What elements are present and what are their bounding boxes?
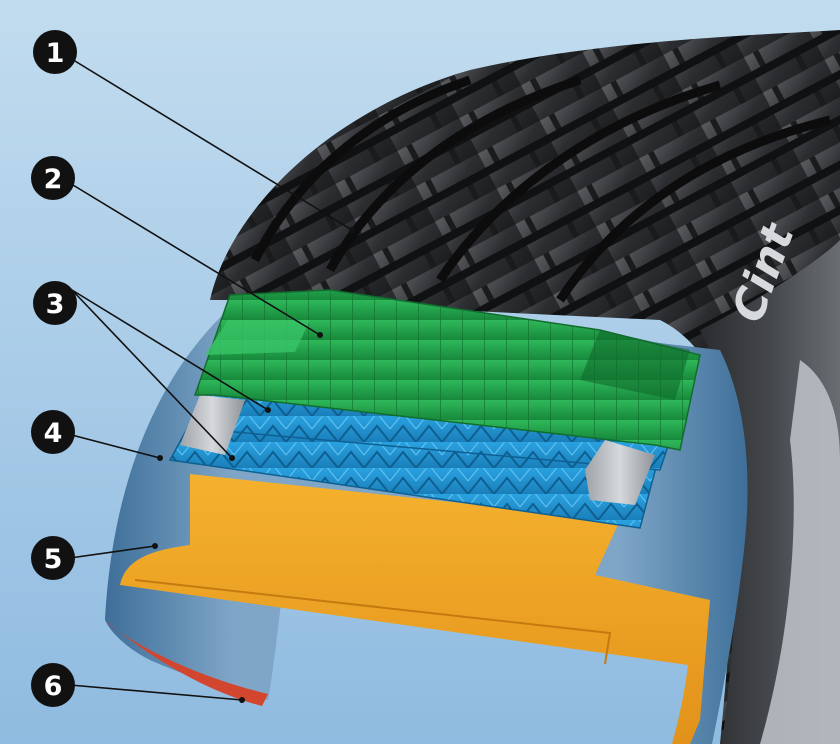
steel-belt [193, 289, 701, 451]
callout-number-4: 4 [44, 418, 63, 449]
leader-line-5 [69, 545, 156, 559]
tread-groove-1 [250, 75, 472, 263]
leader-dots [152, 227, 355, 703]
cap-ply [120, 474, 710, 744]
leader-dot-2 [317, 332, 323, 338]
leader-line-2 [67, 181, 321, 336]
callout-badge-5 [31, 536, 75, 580]
callout-number-1: 1 [46, 38, 65, 69]
leader-line-1 [69, 57, 353, 231]
steel-belt-highlight-left [205, 320, 310, 355]
callout-badge-3 [33, 281, 77, 325]
steel-belt-shadow-right [580, 330, 690, 400]
callout-3: 3 [33, 281, 77, 325]
tread-groove-2 [326, 75, 582, 273]
leader-line-4 [67, 433, 161, 459]
tread-groove-3 [436, 80, 722, 283]
callout-1: 1 [33, 30, 77, 74]
callout-5: 5 [31, 536, 75, 580]
wheel-rim [760, 360, 840, 744]
leader-dot-6 [239, 697, 245, 703]
leader-line-6 [69, 684, 243, 701]
tire-body: Cint [210, 30, 840, 744]
callout-number-6: 6 [44, 671, 63, 702]
callout-badge-2 [31, 156, 75, 200]
callout-number-5: 5 [44, 544, 63, 575]
leader-dot-4 [157, 455, 163, 461]
cap-ply-seam [134, 579, 612, 665]
leader-dot-3b [229, 455, 235, 461]
bead-left [180, 395, 245, 455]
callout-number-2: 2 [44, 164, 63, 195]
leader-line-3b [71, 289, 233, 459]
callout-badge-4 [31, 410, 75, 454]
callout-number-3: 3 [46, 289, 65, 320]
tread-groove-4 [556, 115, 832, 303]
bead-right [585, 440, 655, 505]
leader-dot-5 [152, 543, 158, 549]
leader-lines [67, 57, 353, 701]
inner-liner-edge [105, 620, 268, 706]
callout-2: 2 [31, 156, 75, 200]
leader-dot-1 [349, 227, 355, 233]
leader-line-3a [71, 289, 269, 411]
leader-dot-3a [265, 407, 271, 413]
tread-surface [210, 30, 840, 744]
callout-6: 6 [31, 663, 75, 707]
callout-badge-6 [31, 663, 75, 707]
callout-badge-1 [33, 30, 77, 74]
callout-4: 4 [31, 410, 75, 454]
